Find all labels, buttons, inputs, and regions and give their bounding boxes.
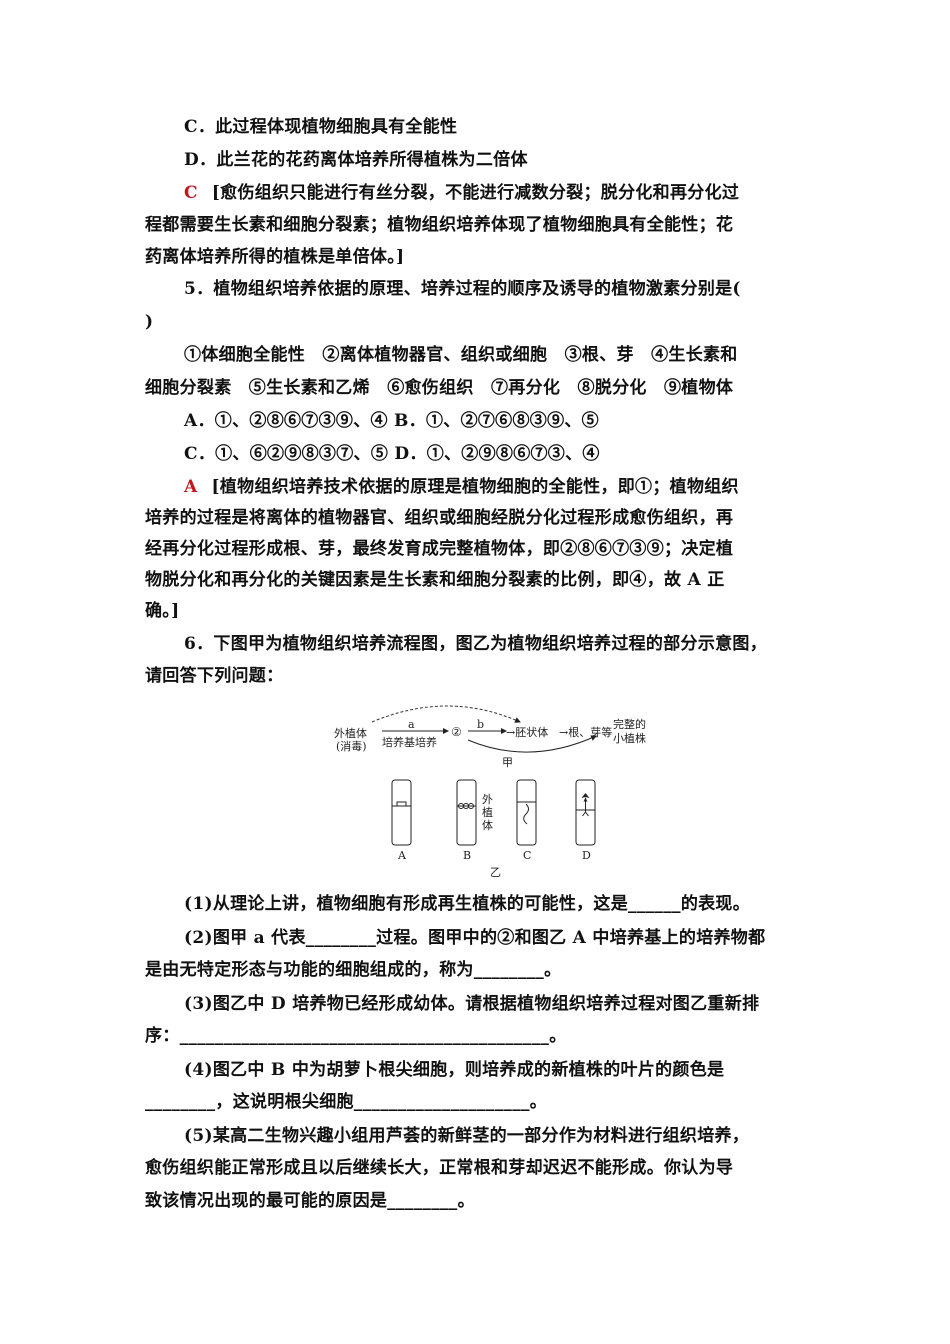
subq-2-cont: 是由无特定形态与功能的细胞组成的，称为________。 — [145, 960, 562, 980]
fig-label-jia: 甲 — [502, 756, 513, 769]
fig-medium: 培养基培养 — [382, 735, 437, 749]
subq-3: (3)图乙中 D 培养物已经形成幼体。请根据植物组织培养过程对图乙重新排 — [184, 994, 760, 1014]
options-ab: A．①、②⑧⑥⑦③⑨、④ B．①、②⑦⑥⑧③⑨、⑤ — [184, 411, 599, 431]
fig-embryoid: →胚状体 — [506, 725, 548, 739]
question-6: 6．下图甲为植物组织培养流程图，图乙为植物组织培养过程的部分示意图， — [184, 634, 768, 654]
fig-complete-2: 小植株 — [613, 731, 646, 745]
fig-label-D: D — [582, 849, 591, 862]
curved-arrow — [467, 735, 597, 753]
answer5-line-4: 物脱分化和再分化的关键因素是生长素和细胞分裂素的比例，即④，故 A 正 — [145, 570, 725, 590]
subq-4: (4)图乙中 B 中为胡萝卜根尖细胞，则培养成的新植株的叶片的颜色是 — [184, 1060, 725, 1080]
fig-side-1: 外 — [482, 793, 493, 806]
options-cd: C．①、⑥②⑨⑧③⑦、⑤ D．①、②⑨⑧⑥⑦③、④ — [184, 444, 600, 464]
fig-disinfect: (消毒) — [336, 739, 367, 753]
answer-letter: A — [184, 477, 198, 497]
subq-3-cont: 序：______________________________________… — [145, 1026, 567, 1046]
fig-label-B: B — [463, 849, 471, 862]
fig-side-3: 体 — [482, 818, 493, 832]
question-6-cont: 请回答下列问题： — [145, 666, 284, 686]
subq-5-cont-1: 愈伤组织能正常形成且以后继续长大，正常根和芽却迟迟不能形成。你认为导 — [145, 1158, 734, 1178]
answer5-line-2: 培养的过程是将离体的植物器官、组织或细胞经脱分化过程形成愈伤组织，再 — [145, 508, 734, 528]
test-tube-b — [456, 779, 477, 846]
question-5: 5．植物组织培养依据的原理、培养过程的顺序及诱导的植物激素分别是( — [184, 279, 741, 299]
question-5-paren: ) — [145, 312, 154, 332]
test-tube-c — [516, 779, 537, 846]
subq-5-cont-2: 致该情况出现的最可能的原因是________。 — [145, 1191, 475, 1211]
items-line-1: ①体细胞全能性 ②离体植物器官、组织或细胞 ③根、芽 ④生长素和 — [184, 345, 738, 365]
answer5-line-3: 经再分化过程形成根、芽，最终发育成完整植物体，即②⑧⑥⑦③⑨；决定植 — [145, 539, 734, 559]
test-tube-d — [575, 779, 596, 846]
subq-5: (5)某高二生物兴趣小组用芦荟的新鲜茎的一部分作为材料进行组织培养， — [184, 1126, 750, 1146]
subq-4-cont: ________，这说明根尖细胞____________________。 — [145, 1092, 548, 1112]
items-line-2: 细胞分裂素 ⑤生长素和乙烯 ⑥愈伤组织 ⑦再分化 ⑧脱分化 ⑨植物体 — [145, 378, 734, 398]
fig-label-yi: 乙 — [490, 866, 501, 879]
subq-1: (1)从理论上讲，植物细胞有形成再生植株的可能性，这是______的表现。 — [184, 894, 751, 914]
answer-line-1: C [愈伤组织只能进行有丝分裂，不能进行减数分裂；脱分化和再分化过 — [184, 181, 739, 205]
fig-label-a: a — [408, 718, 415, 731]
test-tube-a — [391, 779, 412, 846]
answer-letter: C — [184, 183, 198, 203]
figure: 外植体 (消毒) a 培养基培养 ② b →胚状体 →根、芽等 完整的 小植株 … — [334, 705, 646, 879]
fig-label-b: b — [477, 718, 484, 731]
answer-line-2: 程都需要生长素和细胞分裂素；植物组织培养体现了植物细胞具有全能性；花 — [145, 215, 734, 235]
option-c: C．此过程体现植物细胞具有全能性 — [184, 117, 458, 137]
answer5-line-1: A [植物组织培养技术依据的原理是植物细胞的全能性，即①；植物组织 — [184, 475, 739, 499]
subq-2: (2)图甲 a 代表________过程。图甲中的②和图乙 A 中培养基上的培养… — [184, 928, 766, 948]
fig-label-C: C — [523, 849, 531, 862]
fig-explant: 外植体 — [334, 726, 367, 740]
answer-text: [植物组织培养技术依据的原理是植物细胞的全能性，即①；植物组织 — [211, 477, 739, 497]
fig-side-2: 植 — [482, 805, 493, 819]
fig-label-A: A — [397, 849, 407, 862]
answer5-line-5: 确。] — [145, 601, 180, 621]
answer-text: [愈伤组织只能进行有丝分裂，不能进行减数分裂；脱分化和再分化过 — [211, 183, 740, 203]
answer-line-3: 药离体培养所得的植株是单倍体。] — [145, 247, 405, 267]
fig-circle2: ② — [451, 725, 462, 739]
dashed-arrow — [371, 705, 521, 723]
fig-roots: →根、芽等 — [559, 725, 612, 739]
option-d: D．此兰花的花药离体培养所得植株为二倍体 — [184, 150, 528, 170]
fig-complete-1: 完整的 — [613, 717, 646, 731]
